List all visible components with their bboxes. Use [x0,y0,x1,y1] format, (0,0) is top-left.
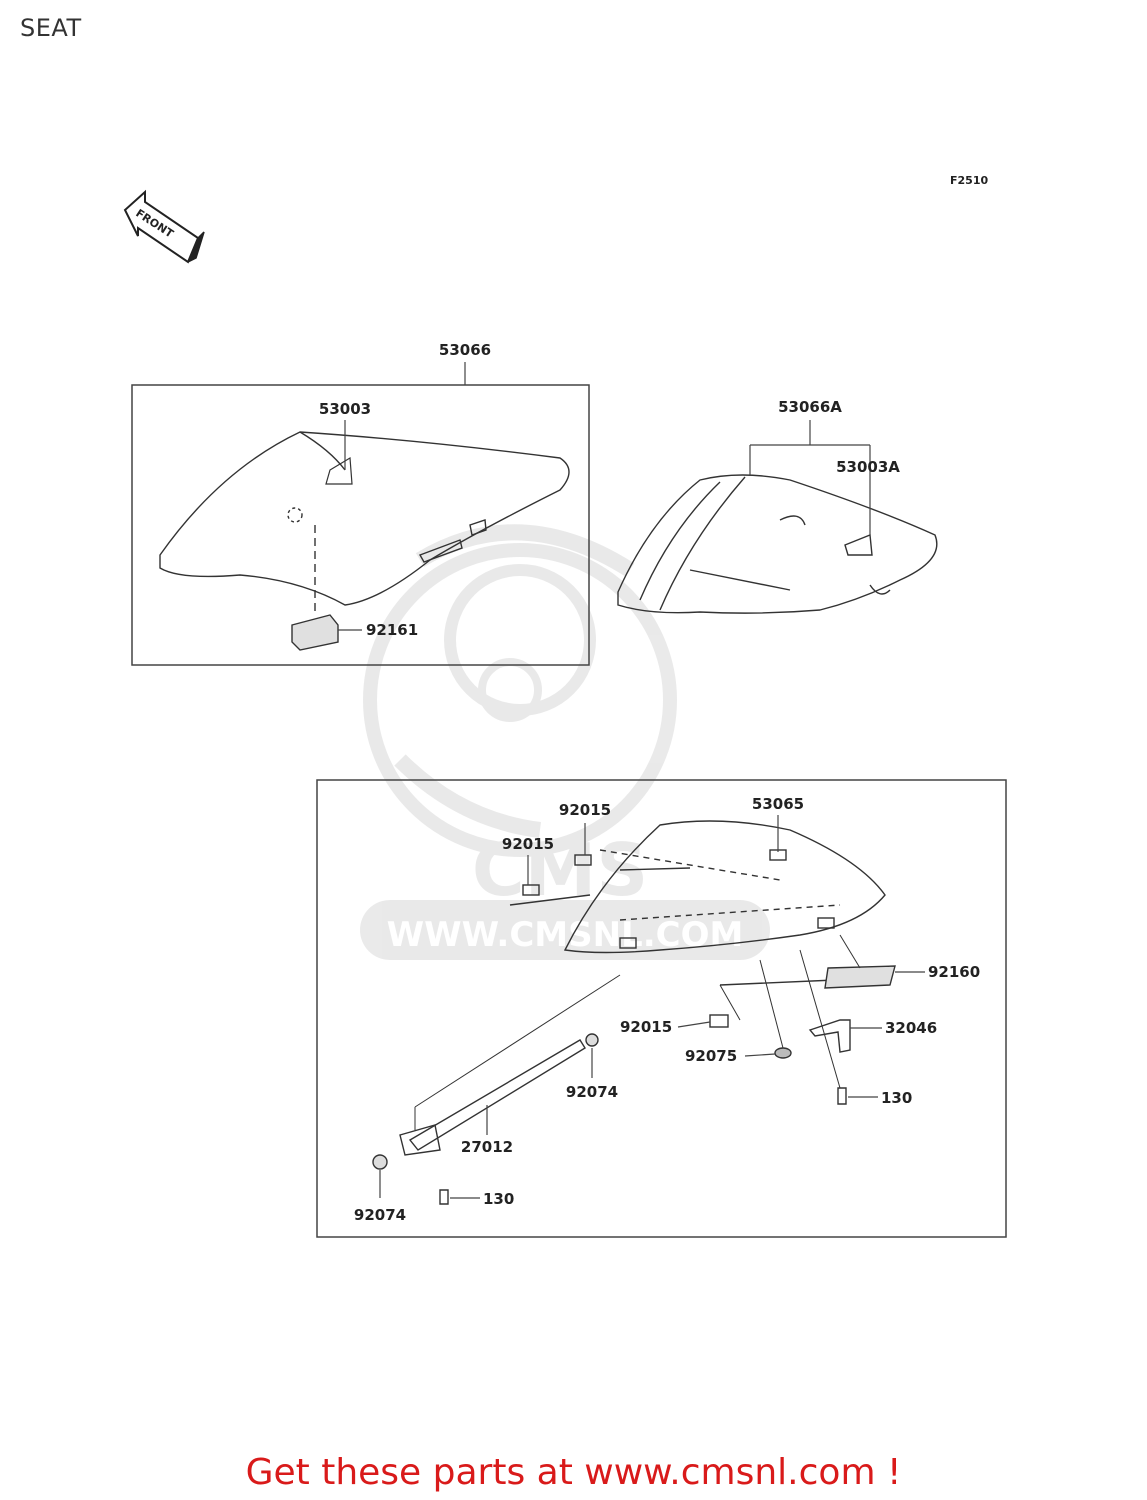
label-53066A: 53066A [778,398,842,416]
label-92015-bottom: 92015 [620,1018,672,1036]
label-53066: 53066 [439,341,491,359]
label-53003A: 53003A [836,458,900,476]
rear-base-box [316,779,1007,1238]
label-32046: 32046 [885,1019,937,1037]
parts-store-link[interactable]: Get these parts at www.cmsnl.com ! [245,1452,902,1493]
label-92161: 92161 [366,621,418,639]
front-seat-drawing [159,431,570,651]
label-92074-right: 92074 [566,1083,618,1101]
front-seat-box [131,384,590,666]
rear-base-drawing [372,820,896,1205]
label-92015-left: 92015 [502,835,554,853]
label-92160: 92160 [928,963,980,981]
cms-watermark: CMS WWW.CMSNL.COM [360,524,770,960]
label-92074-left: 92074 [354,1206,406,1224]
label-130-left: 130 [483,1190,514,1208]
page-title: SEAT [20,14,82,42]
watermark-logo: CMS [472,828,648,912]
label-53065: 53065 [752,795,804,813]
figure-code: F2510 [950,174,988,187]
label-92015-top: 92015 [559,801,611,819]
label-27012: 27012 [461,1138,513,1156]
label-53003: 53003 [319,400,371,418]
label-130-right: 130 [881,1089,912,1107]
rear-seat-drawing [617,474,938,614]
parts-diagram: CMS WWW.CMSNL.COM F2510 FRONT 53066 5300… [123,174,1007,1238]
front-arrow-icon: FRONT [123,189,205,264]
label-92075: 92075 [685,1047,737,1065]
